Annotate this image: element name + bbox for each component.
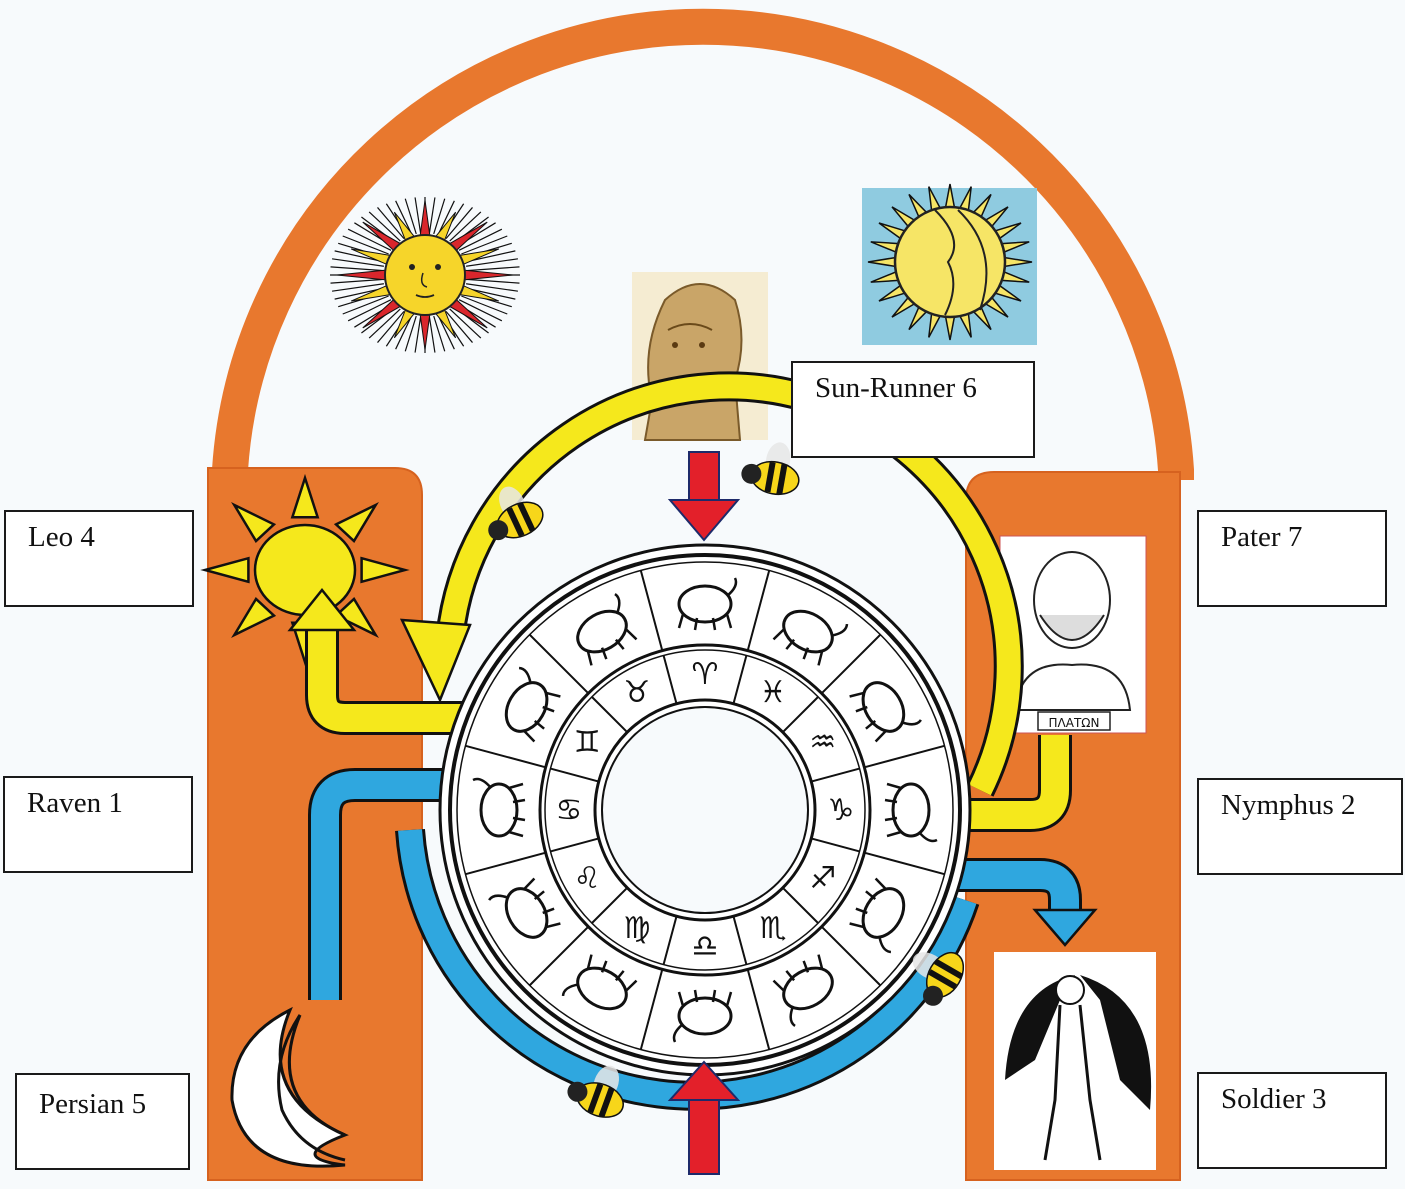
grade-label-raven: Raven 1 <box>3 776 193 873</box>
bee-icon <box>912 951 965 1006</box>
orange-arch <box>212 8 1194 480</box>
zodiac-figure-taurus <box>576 593 638 666</box>
plato-inscription: ΠΛΑΤΩΝ <box>1049 716 1100 730</box>
mithras-bust-image <box>632 272 768 441</box>
sun-symbol-icon <box>200 473 410 667</box>
zodiac-figure-capricorn <box>884 782 938 843</box>
grade-label-pater-text: Pater 7 <box>1221 521 1303 553</box>
red-arrow-up <box>667 1060 741 1175</box>
zodiac-symbol-sagittarius: ♐ <box>809 861 836 896</box>
zodiac-symbol-virgo: ♍ <box>624 911 651 946</box>
zodiac-figure-cancer <box>472 777 526 838</box>
grade-label-raven-text: Raven 1 <box>27 787 123 819</box>
zodiac-symbol-scorpio: ♏ <box>760 911 787 946</box>
grade-label-soldier-text: Soldier 3 <box>1221 1083 1327 1115</box>
zodiac-figure-libra <box>672 989 733 1043</box>
bee-icon <box>488 486 544 541</box>
grade-label-nymphus: Nymphus 2 <box>1197 778 1403 875</box>
grade-label-leo-text: Leo 4 <box>28 521 95 553</box>
zodiac-figure-aquarius <box>849 681 922 743</box>
bee-icon <box>567 1065 624 1118</box>
zodiac-figure-scorpio <box>772 954 834 1027</box>
grade-label-sun-runner: Sun-Runner 6 <box>791 361 1035 458</box>
grade-label-persian-text: Persian 5 <box>39 1088 147 1120</box>
grade-label-leo: Leo 4 <box>4 510 194 607</box>
bee-icon <box>741 442 800 496</box>
zodiac-wheel: ♈ ♓ ♒ ♑ ♐ ♏ ♎ ♍ ♌ ♋ ♊ ♉ <box>438 543 972 1077</box>
zodiac-symbol-aries: ♈ <box>692 657 719 692</box>
zodiac-figure-aries <box>677 577 738 631</box>
zodiac-symbol-cancer: ♋ <box>556 793 583 828</box>
zodiac-figure-pisces <box>772 609 849 666</box>
zodiac-symbol-taurus: ♉ <box>624 675 651 710</box>
grade-label-nymphus-text: Nymphus 2 <box>1221 789 1356 821</box>
zodiac-figure-leo <box>488 877 561 939</box>
plato-bust-image: ΠΛΑΤΩΝ <box>999 535 1147 734</box>
grade-label-persian: Persian 5 <box>15 1073 190 1170</box>
zodiac-figure-gemini <box>504 666 561 743</box>
grade-label-soldier: Soldier 3 <box>1197 1072 1387 1169</box>
sun-face-icon <box>330 197 520 353</box>
red-arrow-down <box>667 451 741 542</box>
zodiac-symbol-gemini: ♊ <box>574 725 601 760</box>
zodiac-figure-sagittarius <box>849 877 906 954</box>
zodiac-figure-virgo <box>561 954 638 1011</box>
zodiac-symbol-libra: ♎ <box>692 929 719 964</box>
zodiac-symbol-aquarius: ♒ <box>809 725 836 760</box>
grade-label-pater: Pater 7 <box>1197 510 1387 607</box>
yellow-arrowhead-left <box>399 618 472 704</box>
zodiac-symbol-leo: ♌ <box>574 861 601 896</box>
zodiac-symbol-pisces: ♓ <box>760 675 787 710</box>
zodiac-symbol-capricorn: ♑ <box>828 793 855 828</box>
sun-moon-face-icon <box>862 183 1037 345</box>
grade-label-sun-runner-text: Sun-Runner 6 <box>815 372 977 404</box>
crescent-moon-icon <box>230 1006 349 1168</box>
winged-demon-image <box>994 952 1156 1170</box>
